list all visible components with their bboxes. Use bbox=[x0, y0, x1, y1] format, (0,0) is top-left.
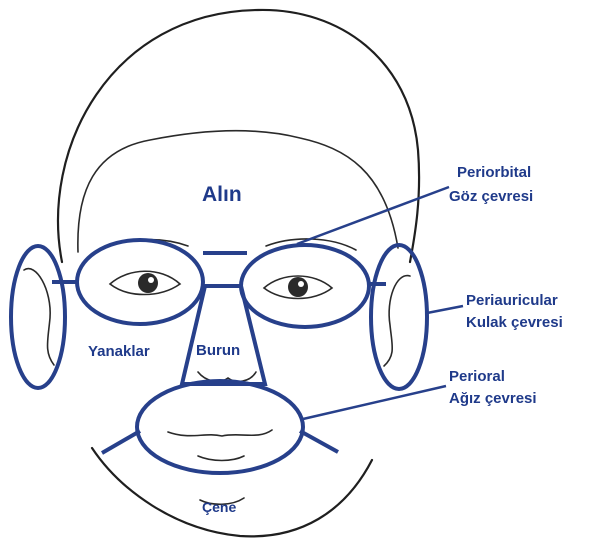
periorbital-label-line1: Periorbital bbox=[457, 164, 531, 181]
chin-label: Çene bbox=[202, 499, 236, 515]
periauricular-label-line1: Periauricular bbox=[466, 292, 558, 309]
right-ear-inner bbox=[383, 275, 411, 367]
periorbital-label-line2: Göz çevresi bbox=[449, 188, 533, 205]
periauricular-leader bbox=[426, 304, 464, 315]
head-outline bbox=[57, 8, 421, 538]
perioral-label-line1: Perioral bbox=[449, 368, 505, 385]
nose-tip bbox=[197, 371, 257, 383]
perioral-leader bbox=[302, 384, 447, 421]
forehead-label: Alın bbox=[202, 183, 242, 206]
region-labels: Alın Periorbital Göz çevresi Periauricul… bbox=[88, 164, 563, 515]
right-pupil-highlight bbox=[298, 281, 304, 287]
left-jaw-line bbox=[100, 429, 142, 455]
left-ear-inner bbox=[23, 267, 55, 366]
left-eye bbox=[108, 270, 182, 296]
left-pupil-highlight bbox=[148, 277, 154, 283]
nose-label: Burun bbox=[196, 342, 240, 359]
face-line-art bbox=[23, 8, 421, 538]
right-eye bbox=[262, 275, 334, 300]
right-jaw-line bbox=[299, 429, 339, 454]
left-ear-zone bbox=[9, 244, 67, 390]
nose-zone bbox=[179, 284, 268, 386]
right-pupil bbox=[288, 277, 308, 297]
chin-crease bbox=[199, 497, 245, 506]
lower-lip bbox=[197, 455, 245, 462]
perioral-label-line2: Ağız çevresi bbox=[449, 390, 537, 407]
left-pupil bbox=[138, 273, 158, 293]
periauricular-label-line2: Kulak çevresi bbox=[466, 314, 563, 331]
mouth-line bbox=[167, 429, 273, 437]
cheeks-label: Yanaklar bbox=[88, 343, 150, 360]
periorbital-leader bbox=[296, 185, 450, 246]
hairline bbox=[77, 129, 399, 253]
zone-outlines bbox=[9, 238, 429, 475]
right-ear-zone bbox=[369, 243, 429, 391]
leader-lines bbox=[296, 185, 464, 421]
perioral-zone bbox=[135, 379, 305, 475]
